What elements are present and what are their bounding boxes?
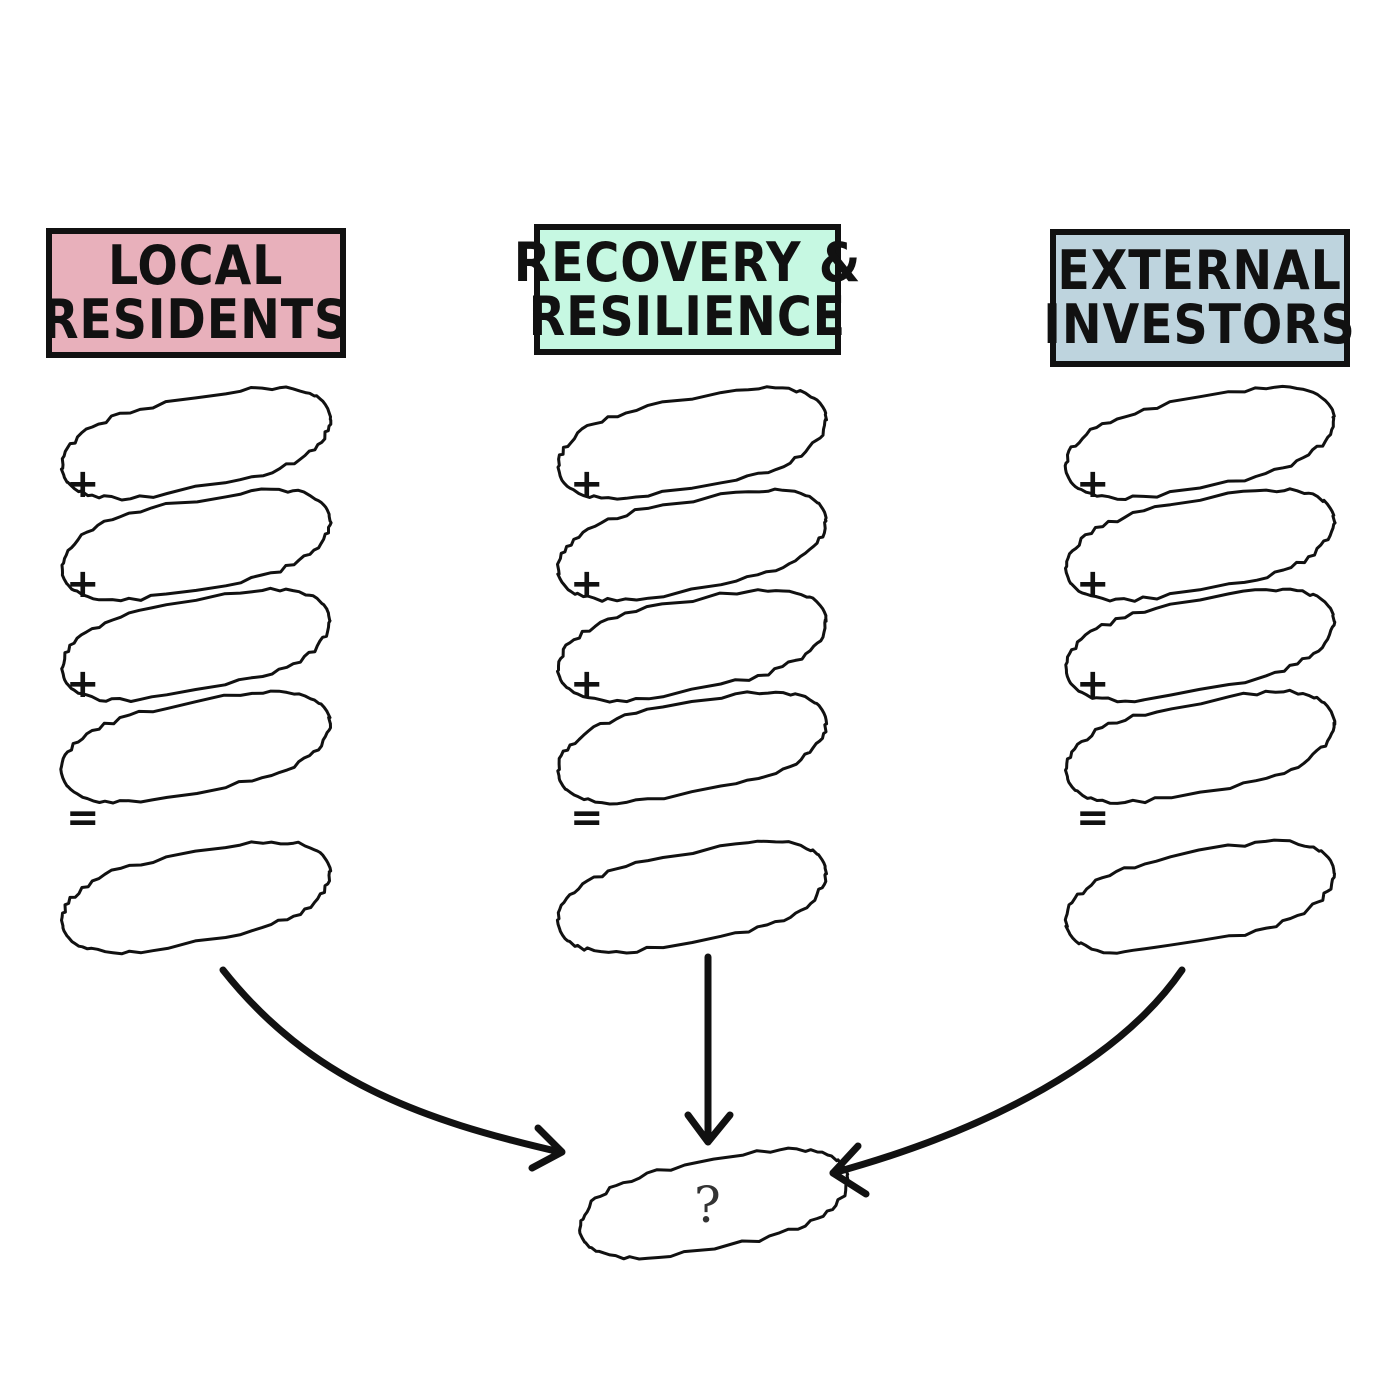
sum-blank-blob bbox=[60, 840, 333, 956]
plus-sign: + bbox=[570, 661, 604, 707]
equals-sign: = bbox=[66, 795, 100, 841]
header-recovery-line1: RECOVERY & bbox=[513, 230, 862, 294]
plus-sign: + bbox=[1076, 461, 1110, 507]
arrowhead-recovery bbox=[684, 1111, 734, 1146]
blank-blob bbox=[1063, 384, 1336, 501]
arrow-layer bbox=[219, 953, 1186, 1198]
plus-sign: + bbox=[66, 461, 100, 507]
blank-blob bbox=[556, 487, 828, 603]
header-local-line2: RESIDENTS bbox=[42, 288, 350, 351]
sum-blank-blob bbox=[555, 839, 828, 955]
blank-blob bbox=[556, 385, 828, 501]
blank-blob bbox=[1064, 487, 1337, 603]
plus-sign: + bbox=[66, 661, 100, 707]
header-external-investors: EXTERNAL INVESTORS bbox=[1044, 229, 1355, 367]
arrow-local-to-result bbox=[219, 966, 564, 1156]
header-local-residents: LOCAL RESIDENTS bbox=[42, 228, 349, 358]
blank-blob bbox=[59, 385, 333, 502]
plus-sign: + bbox=[66, 561, 100, 607]
result-blob bbox=[578, 1146, 850, 1261]
header-local-line1: LOCAL bbox=[108, 234, 284, 297]
plus-sign: + bbox=[570, 561, 604, 607]
sum-blank-blob bbox=[1063, 838, 1336, 955]
header-external-line2: INVESTORS bbox=[1043, 293, 1357, 356]
blank-blob bbox=[1064, 587, 1337, 704]
blank-blob bbox=[1064, 688, 1337, 805]
arrowhead-local bbox=[528, 1124, 566, 1172]
blank-blob bbox=[60, 586, 332, 703]
blank-blob bbox=[60, 487, 333, 603]
blank-blob bbox=[556, 588, 828, 704]
blank-blob bbox=[59, 689, 332, 805]
blank-blob bbox=[556, 690, 829, 806]
arrow-external-to-result bbox=[829, 966, 1186, 1177]
header-external-line1: EXTERNAL bbox=[1057, 239, 1343, 302]
equals-sign: = bbox=[570, 795, 604, 841]
blob-layer bbox=[59, 384, 1337, 1261]
arrowhead-external bbox=[829, 1142, 870, 1198]
equals-sign: = bbox=[1076, 795, 1110, 841]
header-recovery-resilience: RECOVERY & RESILIENCE bbox=[514, 224, 860, 355]
plus-sign: + bbox=[1076, 561, 1110, 607]
result-question-mark: ? bbox=[694, 1176, 721, 1234]
header-recovery-line2: RESILIENCE bbox=[528, 284, 847, 348]
plus-sign: + bbox=[570, 461, 604, 507]
plus-sign: + bbox=[1076, 661, 1110, 707]
